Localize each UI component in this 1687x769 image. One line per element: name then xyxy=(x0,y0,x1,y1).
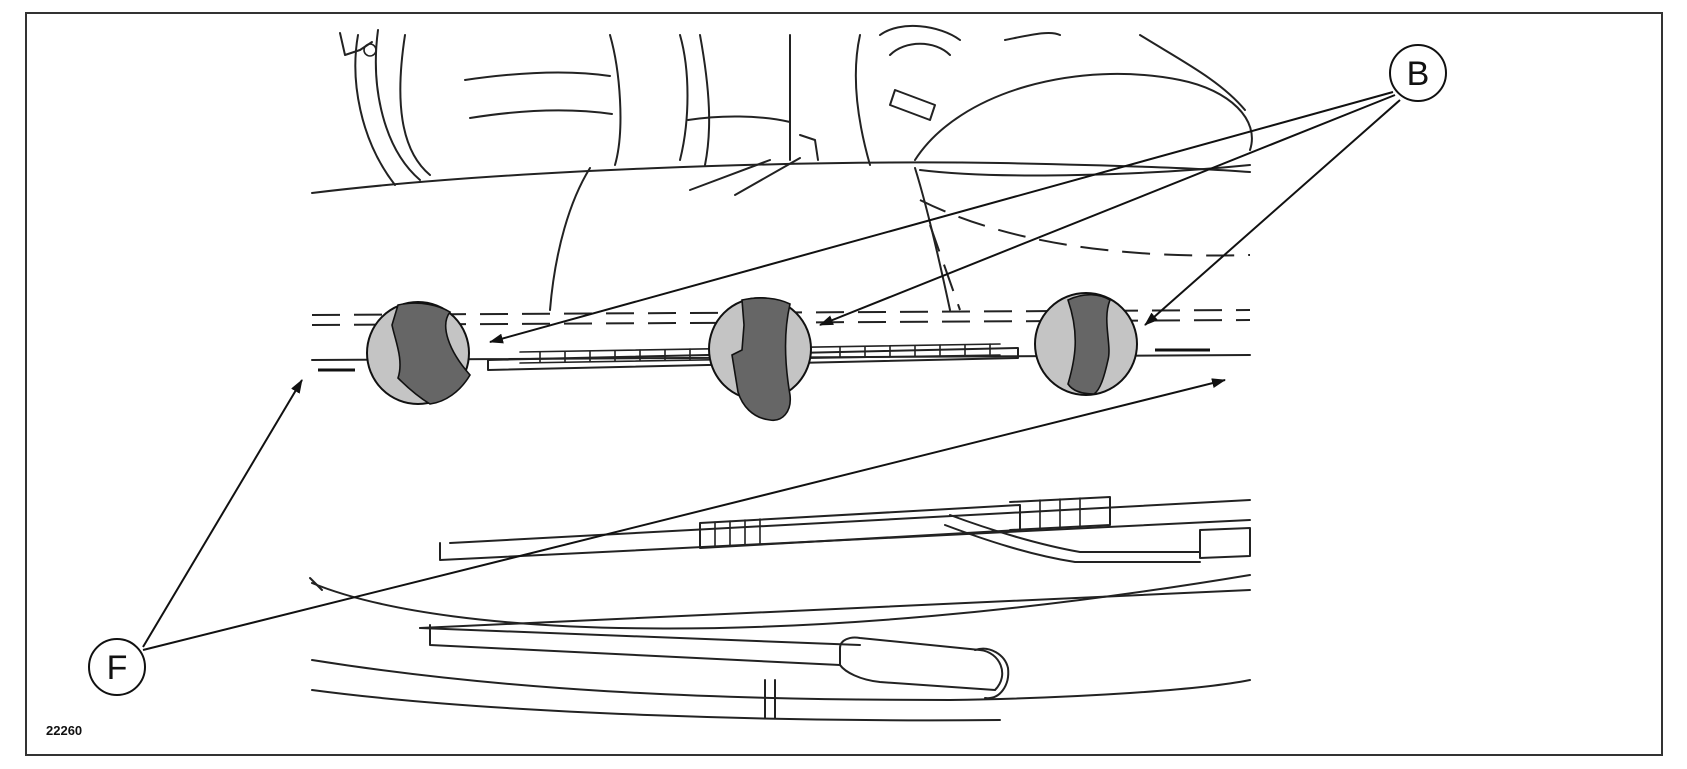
wiper-assembly xyxy=(309,496,1251,722)
callout-f-label: F xyxy=(107,649,128,687)
figure-frame xyxy=(25,12,1663,756)
callout-f: F xyxy=(88,638,146,696)
callout-f-leaders xyxy=(142,378,1226,651)
clip-b-right xyxy=(1034,292,1138,396)
clip-b-left xyxy=(366,301,471,405)
callout-b-leaders xyxy=(489,91,1401,344)
clip-b-center xyxy=(708,297,812,421)
callout-b-label: B xyxy=(1407,55,1430,93)
callout-b: B xyxy=(1389,44,1447,102)
figure-reference-number: 22260 xyxy=(46,723,82,738)
dashboard-surface xyxy=(311,157,1251,311)
